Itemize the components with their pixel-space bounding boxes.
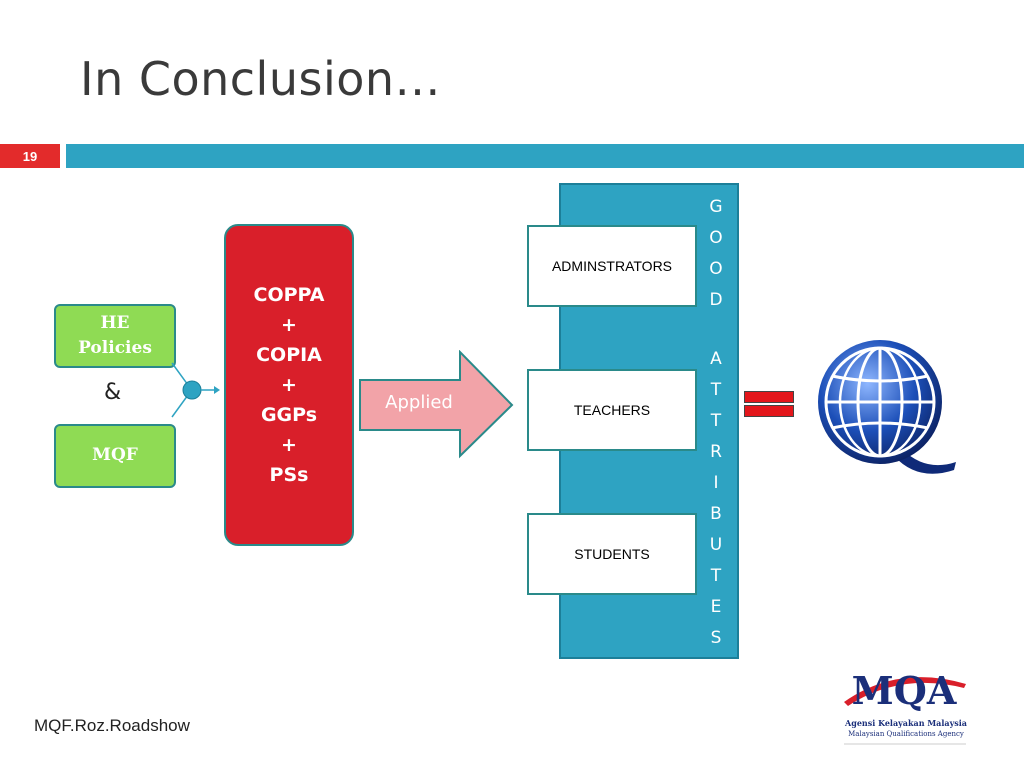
role-students: STUDENTS [527, 513, 697, 595]
attributes-letter: A [710, 349, 722, 369]
connector-dot-icon [171, 362, 220, 418]
good-letter: D [709, 290, 723, 310]
attributes-letter: T [710, 380, 722, 400]
mqa-wordmark: MQA [852, 668, 957, 713]
codes-box: COPPA + COPIA + GGPs + PSs [224, 224, 354, 546]
role-administrators: ADMINSTRATORS [527, 225, 697, 307]
header-bar [66, 144, 1024, 168]
he-policies-line-1: HE [100, 312, 130, 333]
attributes-letter: E [710, 597, 722, 617]
good-word: G O O D [704, 192, 728, 316]
code-plus-1: + [281, 314, 297, 336]
role-teachers: TEACHERS [527, 369, 697, 451]
good-letter: O [709, 228, 723, 248]
slide-number: 19 [0, 144, 60, 168]
mqa-logo-text: Agensi Kelayakan Malaysia Malaysian Qual… [842, 718, 970, 738]
code-plus-3: + [281, 434, 297, 456]
good-letter: O [709, 259, 723, 279]
he-policies-box: HE Policies [54, 304, 176, 368]
attributes-letter: B [710, 504, 722, 524]
globe-q-icon [818, 340, 956, 474]
he-policies-line-2: Policies [78, 338, 152, 358]
attributes-letter: T [710, 411, 722, 431]
attributes-letter: T [710, 566, 722, 586]
applied-label: Applied [385, 392, 453, 413]
equals-icon [744, 391, 794, 403]
slide-title: In Conclusion… [80, 52, 442, 106]
code-copia: COPIA [256, 344, 322, 366]
mqa-name-english: Malaysian Qualifications Agency [848, 730, 964, 738]
attributes-letter: R [710, 442, 722, 462]
attributes-word: A T T R I B U T E S [704, 344, 728, 654]
attributes-letter: S [710, 628, 722, 648]
ampersand-label: & [104, 380, 122, 405]
attributes-letter: I [713, 473, 719, 493]
attributes-letter: U [709, 535, 723, 555]
code-pss: PSs [269, 464, 309, 486]
footer-text: MQF.Roz.Roadshow [34, 716, 190, 735]
mqf-box: MQF [54, 424, 176, 488]
right-arrow-icon [359, 350, 514, 459]
equals-icon [744, 405, 794, 417]
mqa-logo-icon: MQA [838, 662, 972, 750]
mqa-name-malay: Agensi Kelayakan Malaysia [845, 718, 967, 728]
code-plus-2: + [281, 374, 297, 396]
code-ggps: GGPs [260, 404, 318, 426]
code-coppa: COPPA [253, 284, 325, 306]
good-letter: G [709, 197, 723, 217]
